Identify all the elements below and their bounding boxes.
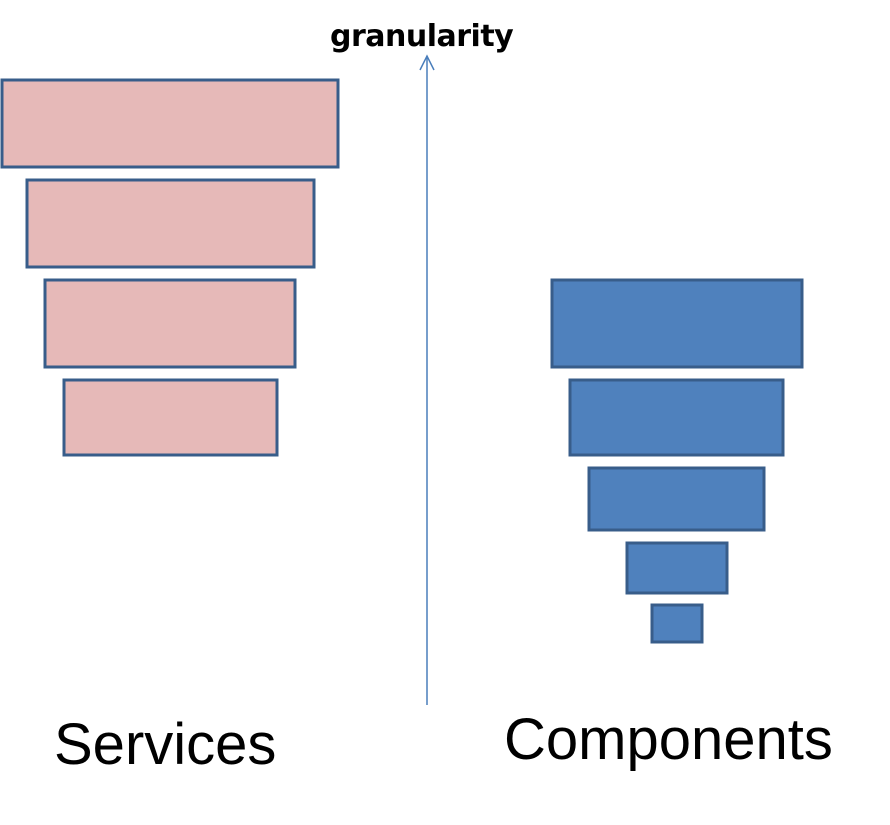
services-layer-3 <box>43 278 297 369</box>
components-layer-3 <box>587 466 766 532</box>
granularity-axis-arrowhead <box>419 54 435 71</box>
services-stack <box>0 78 340 457</box>
components-layer-5 <box>650 603 704 644</box>
components-layer-1 <box>550 278 804 369</box>
services-layer-4 <box>62 378 279 457</box>
components-stack <box>550 278 804 644</box>
components-layer-4 <box>625 541 729 595</box>
granularity-axis-label: granularity <box>330 19 514 54</box>
components-layer-2 <box>568 378 785 457</box>
components-label: Components <box>504 707 833 772</box>
services-layer-2 <box>25 178 316 269</box>
services-label: Services <box>54 712 277 777</box>
services-layer-1 <box>0 78 340 169</box>
